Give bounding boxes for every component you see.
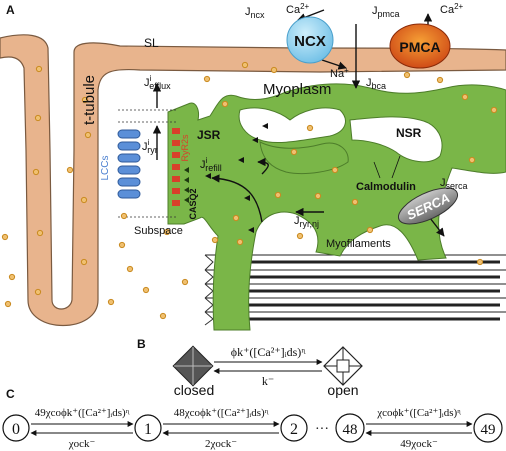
panel-a-label: A: [6, 3, 15, 17]
j-ncx-label: Jncx: [245, 6, 265, 20]
casq2-label: CASQ2: [188, 188, 198, 219]
c-forward-rate-1: 48χcoϕk⁺([Ca²⁺]ᵢds)ᶯ: [174, 407, 269, 419]
c-reverse-rate-2: 49χock⁻: [400, 438, 438, 450]
sl-label: SL: [144, 36, 159, 50]
svg-text:49: 49: [481, 422, 496, 438]
open-channel-icon: [323, 346, 363, 386]
panel-c: C 0 1 2 ··· 48 49 49χc: [2, 387, 503, 450]
open-label: open: [327, 382, 358, 398]
c-forward-rate-2: χcoϕk⁺([Ca²⁺]ᵢds)ᶯ: [376, 407, 461, 419]
sarcolemma-membrane: [0, 34, 506, 327]
panel-a: LCCs RyR2s CASQ2: [0, 2, 506, 331]
svg-text:Jpmca: Jpmca: [372, 5, 400, 19]
panel-c-label: C: [6, 387, 15, 401]
svg-text:0: 0: [12, 421, 20, 438]
panel-b-label: B: [137, 337, 146, 351]
jsr-label: JSR: [197, 128, 221, 142]
pmca-label: PMCA: [399, 39, 440, 55]
calcium-ions: [1, 61, 498, 320]
panel-b: B closed open ϕk⁺([Ca²⁺]ᵢds)ᶯ k⁻: [137, 337, 363, 398]
ryr2s-label: RyR2s: [180, 134, 190, 162]
j-bca-label: Jbca: [366, 77, 386, 91]
b-reverse-rate: k⁻: [262, 374, 274, 388]
state-dots: ···: [315, 422, 329, 437]
subspace-label: Subspace: [134, 225, 183, 237]
state-48: 48: [335, 413, 365, 443]
pmca-ca-label: Ca2+: [440, 2, 464, 16]
svg-text:2: 2: [290, 421, 298, 438]
lccs: [117, 129, 141, 199]
state-49: 49: [473, 413, 503, 443]
ncx-ca-label: Ca2+: [286, 2, 310, 16]
myoplasm-label: Myoplasm: [263, 81, 331, 98]
ncx-label: NCX: [294, 33, 326, 50]
ncx-na-label: Na+: [330, 66, 349, 80]
svg-text:Jbca: Jbca: [366, 77, 386, 91]
closed-label: closed: [174, 382, 214, 398]
c-reverse-rate-0: χock⁻: [68, 438, 96, 450]
serca-pump: [397, 187, 459, 225]
calmodulin-pointer: [373, 155, 401, 179]
state-1: 1: [134, 414, 162, 442]
svg-text:Jncx: Jncx: [245, 6, 265, 20]
svg-text:48: 48: [343, 422, 358, 438]
state-0: 0: [2, 414, 30, 442]
state-2: 2: [280, 414, 308, 442]
ncx-exchanger: [286, 16, 334, 64]
ttubule-label: t-tubule: [81, 75, 98, 125]
svg-text:Jserca: Jserca: [440, 177, 468, 191]
svg-text:Ca2+: Ca2+: [440, 2, 464, 16]
ryr2s: [172, 128, 180, 206]
myofilaments-label: Myofilaments: [326, 238, 391, 250]
myofilaments: [204, 248, 506, 328]
lccs-label: LCCs: [100, 155, 111, 180]
nsr-label: NSR: [396, 126, 422, 140]
svg-text:Jryr,nj: Jryr,nj: [294, 215, 319, 229]
svg-text:1: 1: [144, 421, 152, 438]
c-forward-rate-0: 49χcoϕk⁺([Ca²⁺]ᵢds)ᶯ: [35, 407, 130, 419]
pmca-pump: [389, 23, 451, 69]
svg-text:Na+: Na+: [330, 66, 349, 80]
calmodulin-label: Calmodulin: [356, 181, 416, 193]
c-reverse-rate-1: 2χock⁻: [205, 438, 237, 450]
svg-text:Ca2+: Ca2+: [286, 2, 310, 16]
j-pmca-label: Jpmca: [372, 5, 400, 19]
sr-branch: [259, 141, 349, 175]
j-serca-label: Jserca: [440, 177, 468, 191]
sr-branch-right: [349, 116, 443, 163]
casq2-markers: [184, 167, 189, 203]
closed-channel-icon: [172, 345, 214, 387]
j-ryr-nj-label: Jryr,nj: [294, 215, 319, 229]
b-forward-rate: ϕk⁺([Ca²⁺]ᵢds)ᶯ: [231, 345, 307, 359]
